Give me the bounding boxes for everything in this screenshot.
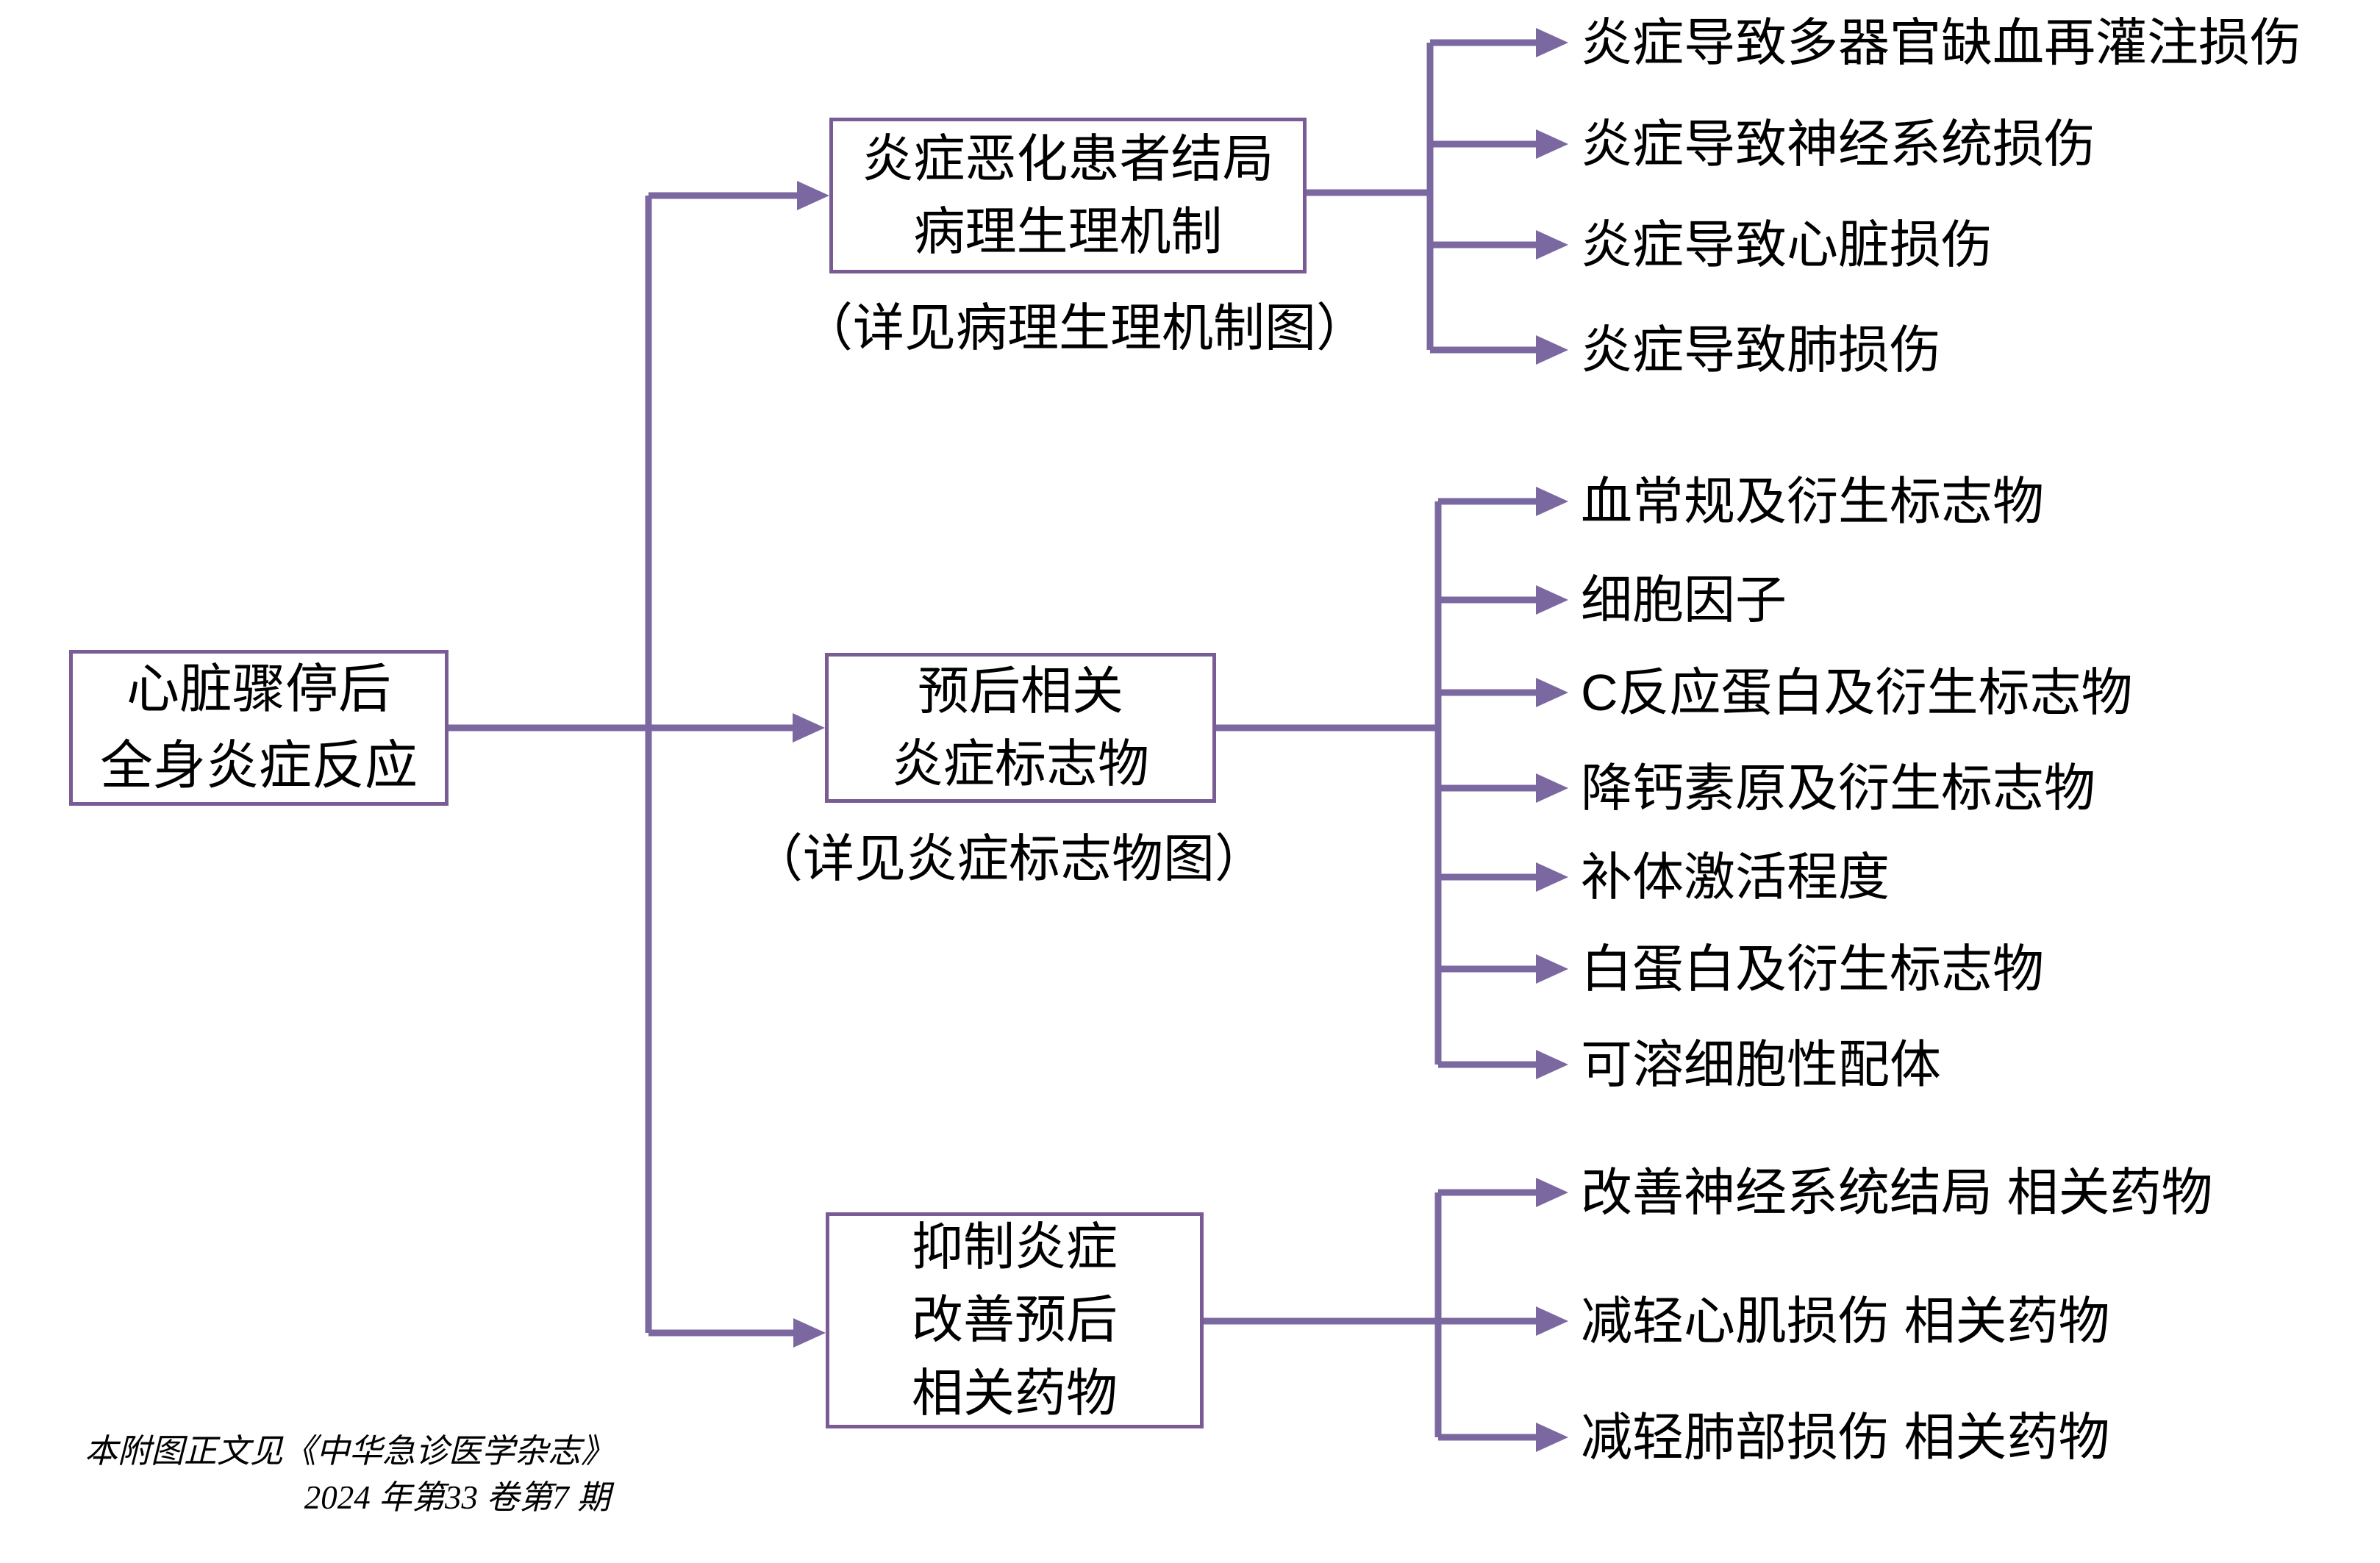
leaf-item: 减轻肺部损伤 相关药物 — [1581, 1409, 2110, 1466]
leaf-item: 白蛋白及衍生标志物 — [1581, 940, 2044, 998]
leaf-item: 细胞因子 — [1581, 571, 1787, 629]
branch2-leaf2-head — [1536, 585, 1568, 615]
branch1-leaf3-head — [1536, 230, 1568, 260]
branch2-leaf1-head — [1536, 487, 1568, 516]
root-node-label-line1: 心脏骤停后 — [126, 659, 391, 719]
citation-footer: 本附图正文见《中华急诊医学杂志》 2024 年第33 卷第7 期 — [85, 1435, 618, 1514]
arrow-to-box2-head — [793, 713, 825, 743]
branch2-leaf6-head — [1536, 954, 1568, 984]
root-node-label-line2: 全身炎症反应 — [99, 737, 418, 795]
branch2-note: （详见炎症标志物图） — [751, 830, 1266, 887]
branch2-node: 预后相关 炎症标志物 — [825, 653, 1216, 803]
branch1-label-line2: 病理生理机制 — [913, 203, 1223, 260]
root-node: 心脏骤停后 全身炎症反应 — [69, 650, 449, 806]
arrow-to-box1-head — [797, 181, 829, 210]
branch2-label-line2: 炎症标志物 — [892, 735, 1149, 793]
leaf-item: 降钙素原及衍生标志物 — [1581, 759, 2095, 817]
leaf-item: 改善神经系统结局 相关药物 — [1581, 1164, 2213, 1221]
leaf-item: 血常规及衍生标志物 — [1581, 473, 2044, 530]
leaf-item: C反应蛋白及衍生标志物 — [1581, 664, 2133, 721]
branch2-leaf3-head — [1536, 678, 1568, 707]
branch2-leaf7-head — [1536, 1050, 1568, 1079]
branch1-leaf1-head — [1536, 28, 1568, 57]
branch2-leaf5-head — [1536, 862, 1568, 892]
branch3-label-line3: 相关药物 — [912, 1364, 1118, 1422]
citation-line2: 2024 年第33 卷第7 期 — [304, 1479, 610, 1516]
branch2-label-line1: 预后相关 — [918, 662, 1123, 720]
arrow-to-box3-head — [793, 1318, 826, 1348]
leaf-item: 可溶细胞性配体 — [1581, 1036, 1941, 1093]
branch3-label-line2: 改善预后 — [912, 1291, 1118, 1349]
leaf-item: 补体激活程度 — [1581, 848, 1890, 906]
branch3-leaf1-head — [1536, 1178, 1568, 1207]
branch1-note: （详见病理生理机制图） — [801, 299, 1368, 357]
leaf-item: 炎症导致神经系统损伤 — [1581, 115, 2095, 173]
branch3-label-line1: 抑制炎症 — [912, 1217, 1118, 1276]
leaf-item: 炎症导致肺损伤 — [1581, 321, 1941, 379]
branch1-leaf4-head — [1536, 335, 1568, 365]
leaf-item: 炎症导致多器官缺血再灌注损伤 — [1581, 14, 2301, 71]
citation-line1: 本附图正文见《中华急诊医学杂志》 — [85, 1433, 615, 1470]
branch1-leaf2-head — [1536, 129, 1568, 159]
branch2-leaf4-head — [1536, 773, 1568, 803]
branch3-node: 抑制炎症 改善预后 相关药物 — [826, 1212, 1204, 1428]
branch3-leaf2-head — [1536, 1306, 1568, 1336]
branch3-leaf3-head — [1536, 1423, 1568, 1452]
leaf-item: 减轻心肌损伤 相关药物 — [1581, 1292, 2110, 1350]
branch1-node: 炎症恶化患者结局 病理生理机制 — [829, 118, 1307, 273]
branch1-label-line1: 炎症恶化患者结局 — [862, 129, 1274, 187]
leaf-item: 炎症导致心脏损伤 — [1581, 216, 1993, 273]
